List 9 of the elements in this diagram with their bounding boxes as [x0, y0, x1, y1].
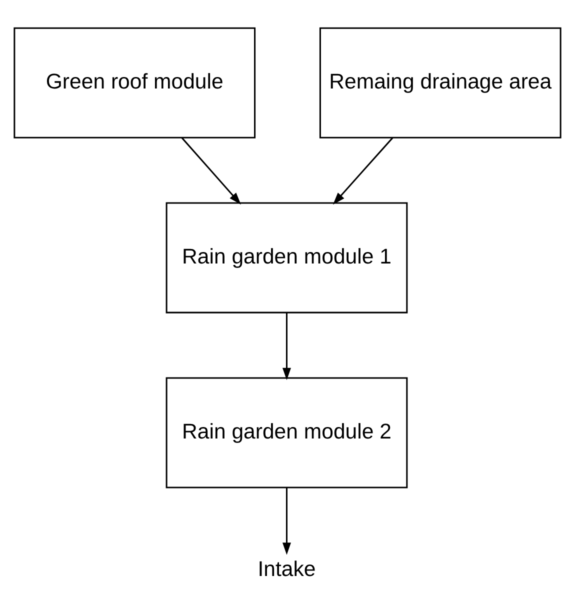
node-box: Green roof module — [14, 26, 256, 138]
arrow — [181, 136, 241, 204]
arrow — [282, 487, 291, 554]
node-box: Remaing drainage area — [319, 26, 562, 138]
node-box: Rain garden module 1 — [166, 202, 408, 313]
node-text: Intake — [258, 556, 316, 581]
arrow — [282, 312, 291, 380]
arrow — [332, 136, 394, 204]
node-box: Rain garden module 2 — [166, 376, 408, 488]
